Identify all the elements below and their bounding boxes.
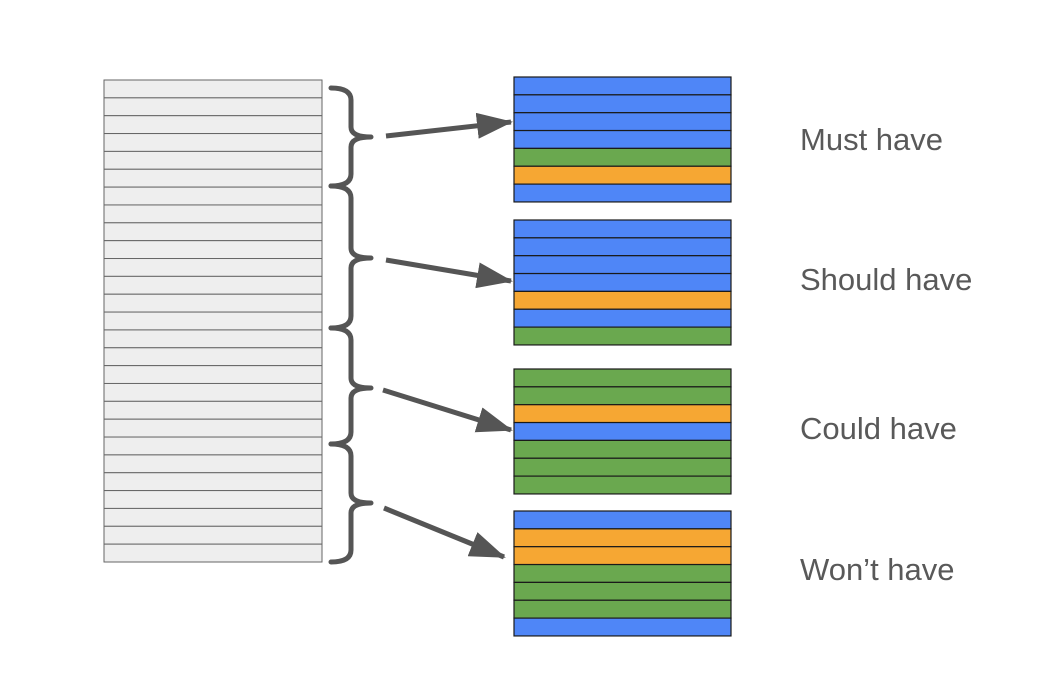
brace-group bbox=[328, 85, 374, 565]
backlog-item bbox=[103, 97, 323, 117]
backlog-item bbox=[103, 382, 323, 402]
item-row-blue bbox=[513, 421, 732, 441]
item-row-blue bbox=[513, 94, 732, 114]
item-row-blue bbox=[513, 510, 732, 530]
item-row-blue bbox=[513, 237, 732, 257]
backlog-item bbox=[103, 240, 323, 260]
backlog-item bbox=[103, 543, 323, 563]
category-block bbox=[513, 219, 732, 346]
backlog-item bbox=[103, 258, 323, 277]
backlog-item bbox=[103, 329, 323, 349]
backlog-item bbox=[103, 507, 323, 527]
item-row-blue bbox=[513, 112, 732, 132]
item-row-orange bbox=[513, 404, 732, 424]
item-row-green bbox=[513, 326, 732, 346]
brace-2 bbox=[328, 183, 374, 331]
category-block bbox=[513, 510, 732, 637]
backlog-item bbox=[103, 418, 323, 438]
category-block bbox=[513, 76, 732, 203]
backlog-item bbox=[103, 186, 323, 206]
backlog-list bbox=[103, 79, 323, 563]
backlog-item bbox=[103, 490, 323, 509]
backlog-item bbox=[103, 293, 323, 313]
item-row-green bbox=[513, 368, 732, 388]
label-must-have: Must have bbox=[800, 122, 944, 157]
item-row-green bbox=[513, 147, 732, 167]
backlog-item bbox=[103, 275, 323, 295]
item-row-orange bbox=[513, 165, 732, 185]
item-row-orange bbox=[513, 528, 732, 548]
item-row-green bbox=[513, 563, 732, 583]
item-row-blue bbox=[513, 76, 732, 96]
backlog-item bbox=[103, 204, 323, 224]
arrow-4 bbox=[383, 505, 506, 560]
item-row-green bbox=[513, 581, 732, 601]
item-row-blue bbox=[513, 129, 732, 150]
item-row-green bbox=[513, 457, 732, 477]
backlog-item bbox=[103, 150, 323, 170]
arrow-2 bbox=[385, 257, 513, 289]
backlog-item bbox=[103, 311, 323, 331]
brace-3 bbox=[328, 325, 374, 447]
item-row-blue bbox=[513, 219, 732, 239]
backlog-item bbox=[103, 436, 323, 456]
backlog-item bbox=[103, 525, 323, 545]
category-blocks bbox=[513, 76, 732, 637]
item-row-green bbox=[513, 386, 732, 406]
item-row-orange bbox=[513, 290, 732, 310]
arrow-3 bbox=[382, 387, 513, 433]
backlog-item bbox=[103, 400, 323, 420]
backlog-item bbox=[103, 79, 323, 99]
arrow-1 bbox=[385, 112, 513, 139]
backlog-item bbox=[103, 168, 323, 188]
arrow-group bbox=[382, 112, 513, 560]
label-could-have: Could have bbox=[800, 411, 957, 446]
item-row-green bbox=[513, 439, 732, 459]
item-row-blue bbox=[513, 183, 732, 203]
item-row-green bbox=[513, 475, 732, 495]
item-row-blue bbox=[513, 617, 732, 637]
item-row-blue bbox=[513, 272, 732, 292]
item-row-green bbox=[513, 599, 732, 619]
brace-4 bbox=[328, 441, 374, 565]
backlog-item bbox=[103, 365, 323, 384]
backlog-item bbox=[103, 222, 323, 242]
backlog-item bbox=[103, 454, 323, 474]
item-row-blue bbox=[513, 308, 732, 328]
backlog-item bbox=[103, 115, 323, 135]
label-should-have: Should have bbox=[800, 262, 973, 297]
category-block bbox=[513, 368, 732, 495]
backlog-item bbox=[103, 347, 323, 367]
backlog-item bbox=[103, 133, 323, 152]
item-row-orange bbox=[513, 546, 732, 566]
item-row-blue bbox=[513, 255, 732, 275]
backlog-item bbox=[103, 472, 323, 492]
brace-1 bbox=[328, 85, 374, 189]
label-wont-have: Won’t have bbox=[800, 552, 955, 587]
